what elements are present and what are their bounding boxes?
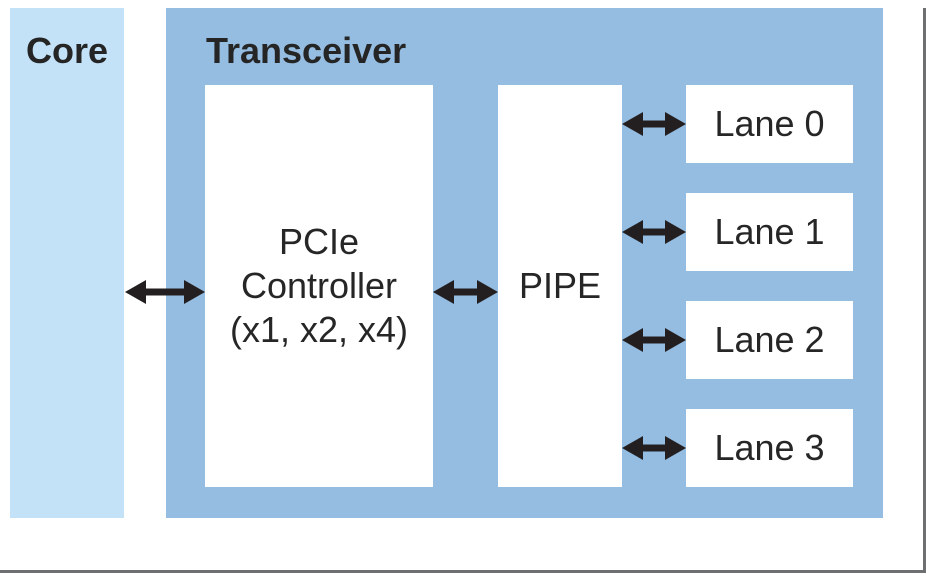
lane-0-block: Lane 0: [686, 85, 853, 163]
bidirectional-arrow-pipe-lane0-icon: [622, 111, 686, 137]
lane-2-label: Lane 2: [714, 319, 825, 360]
bidirectional-arrow-controller-pipe-icon: [433, 279, 498, 305]
pcie-controller-block: PCIe Controller (x1, x2, x4): [205, 85, 433, 487]
bidirectional-arrow-core-controller-icon: [125, 279, 205, 305]
pcie-controller-label-line1: PCIe: [278, 221, 360, 262]
pcie-controller-label-line3: (x1, x2, x4): [229, 309, 409, 350]
lane-1-label: Lane 1: [714, 211, 825, 252]
lane-1-block: Lane 1: [686, 193, 853, 271]
lane-3-label: Lane 3: [714, 427, 825, 468]
pcie-controller-label-line2: Controller: [240, 265, 398, 306]
lane-3-block: Lane 3: [686, 409, 853, 487]
bidirectional-arrow-pipe-lane2-icon: [622, 327, 686, 353]
pipe-block: PIPE: [498, 85, 622, 487]
core-label: Core: [25, 30, 109, 71]
bidirectional-arrow-pipe-lane1-icon: [622, 219, 686, 245]
transceiver-label: Transceiver: [206, 30, 407, 71]
figure-frame: [0, 8, 926, 573]
lane-2-block: Lane 2: [686, 301, 853, 379]
lane-0-label: Lane 0: [714, 103, 825, 144]
bidirectional-arrow-pipe-lane3-icon: [622, 435, 686, 461]
core-block: Core: [10, 8, 124, 518]
pipe-label: PIPE: [518, 265, 602, 306]
